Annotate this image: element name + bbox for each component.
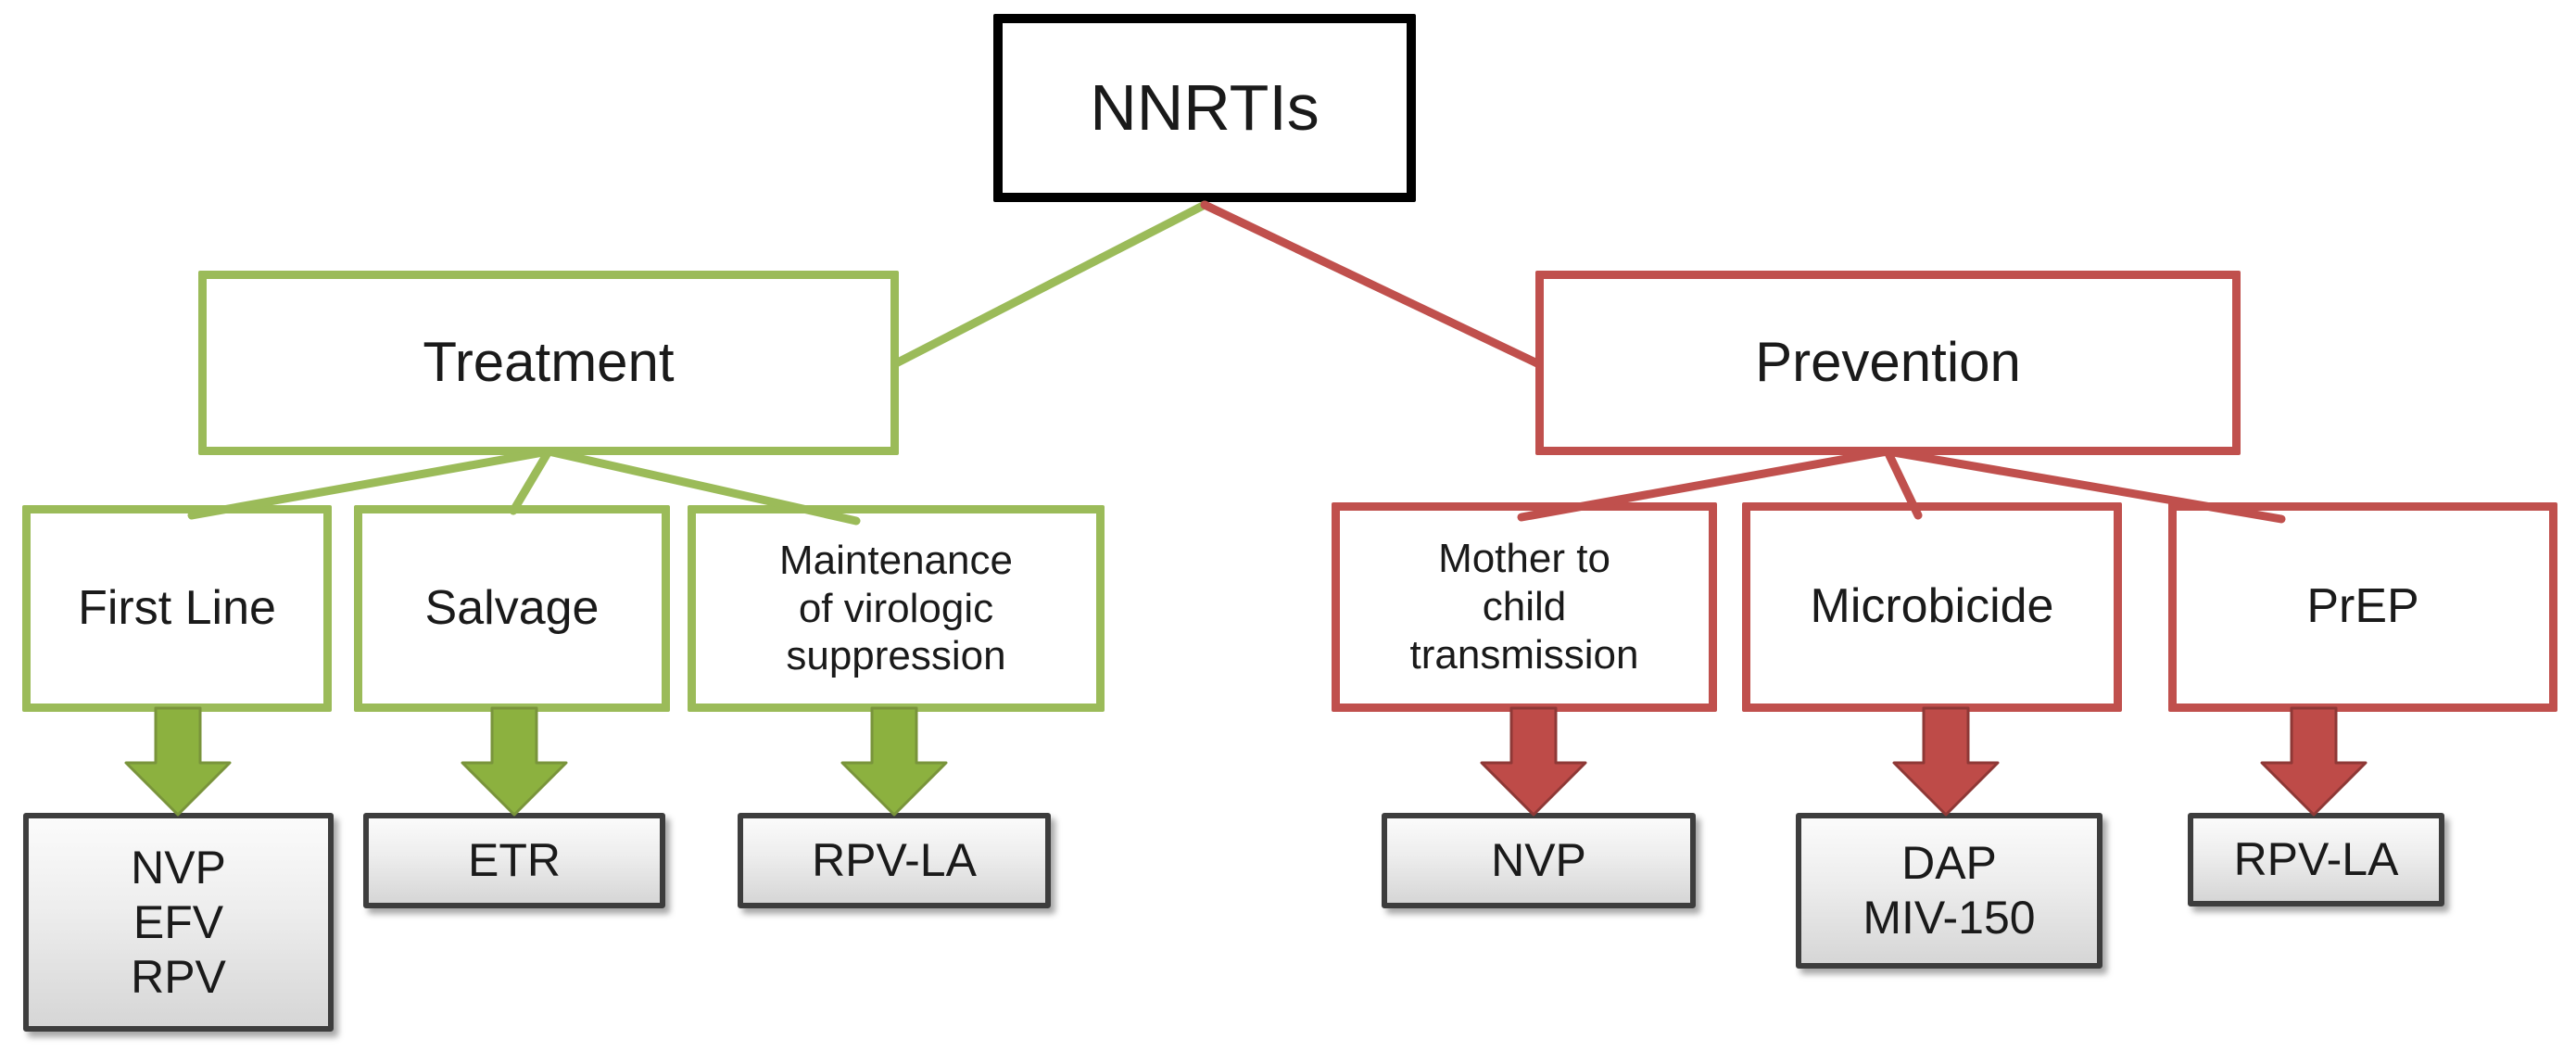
rpv-la-treatment-label: RPV-LA	[812, 834, 977, 886]
arrow-salvage-drugs	[461, 706, 568, 817]
maintenance-label: Maintenance of virologic suppression	[779, 537, 1013, 679]
nvp-efv-rpv-label: NVP EFV RPV	[131, 841, 226, 1003]
connector-treatment-salvage	[509, 447, 553, 515]
mother-to-child-box: Mother to child transmission	[1332, 502, 1717, 712]
nvp-box: NVP	[1382, 813, 1696, 908]
nnrtis-box: NNRTIs	[993, 14, 1416, 202]
dap-miv150-label: DAP MIV-150	[1863, 837, 2036, 944]
etr-box: ETR	[363, 813, 665, 908]
prep-box: PrEP	[2168, 502, 2557, 712]
connector-nnrtis-treatment	[891, 200, 1209, 368]
treatment-box: Treatment	[198, 271, 899, 455]
first-line-box: First Line	[22, 505, 332, 712]
prevention-label: Prevention	[1755, 331, 2021, 394]
nvp-efv-rpv-box: NVP EFV RPV	[23, 813, 334, 1032]
arrow-first-line-drugs	[124, 706, 232, 817]
arrow-prep-drugs	[2260, 706, 2368, 817]
nvp-label: NVP	[1491, 834, 1586, 886]
salvage-label: Salvage	[424, 580, 600, 635]
dap-miv150-box: DAP MIV-150	[1796, 813, 2102, 969]
microbicide-label: Microbicide	[1810, 579, 2054, 634]
connector-nnrtis-prevention	[1200, 200, 1542, 368]
arrow-maintenance-drugs	[840, 706, 948, 817]
mother-to-child-label: Mother to child transmission	[1409, 536, 1639, 678]
prevention-box: Prevention	[1535, 271, 2241, 455]
etr-label: ETR	[468, 834, 561, 886]
arrow-microbicide-drugs	[1892, 706, 2000, 817]
rpv-la-prevention-box: RPV-LA	[2188, 813, 2444, 906]
rpv-la-prevention-label: RPV-LA	[2233, 833, 2399, 885]
rpv-la-treatment-box: RPV-LA	[738, 813, 1051, 908]
arrow-mtct-drugs	[1480, 706, 1587, 817]
microbicide-box: Microbicide	[1742, 502, 2122, 712]
nnrtis-label: NNRTIs	[1090, 71, 1320, 145]
maintenance-box: Maintenance of virologic suppression	[688, 505, 1105, 712]
treatment-label: Treatment	[423, 331, 675, 394]
prep-label: PrEP	[2306, 579, 2419, 634]
first-line-label: First Line	[78, 580, 276, 635]
salvage-box: Salvage	[354, 505, 670, 712]
